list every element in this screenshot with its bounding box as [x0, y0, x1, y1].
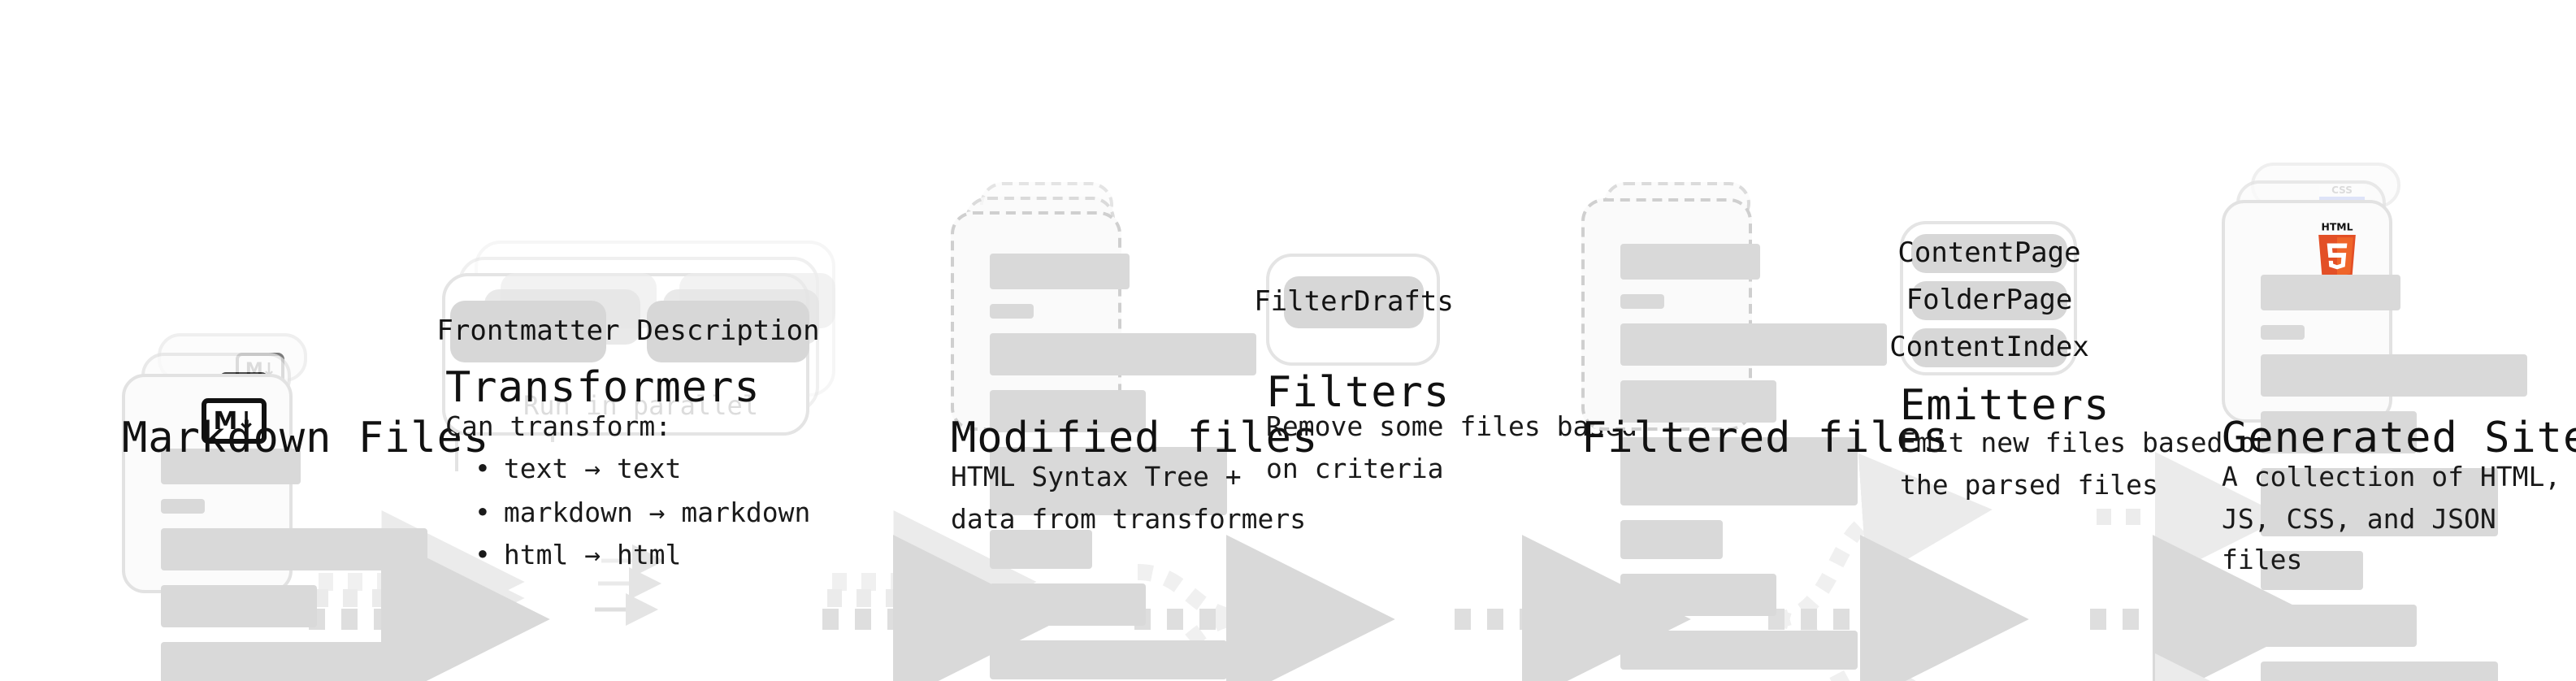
content-bar [1620, 520, 1723, 559]
content-bar [2261, 605, 2417, 647]
content-bar [990, 640, 1227, 679]
modified-files-card-stack [951, 182, 1256, 679]
content-bar [2261, 275, 2400, 310]
content-bar [161, 528, 427, 570]
content-bar [2261, 325, 2305, 340]
emitter-chip-folderpage[interactable]: FolderPage [1906, 281, 2072, 320]
content-bar [161, 449, 301, 484]
content-bar [161, 585, 317, 627]
transformers-title: Transformers [445, 364, 761, 413]
content-bar [990, 583, 1146, 626]
content-bar [1620, 244, 1760, 280]
arrow-emitters-to-generated [2090, 452, 2322, 681]
generated-site-card-stack: CSS HTML [2222, 163, 2527, 681]
content-bar [2261, 468, 2498, 536]
transformer-chip-frontmatter[interactable]: Frontmatter [436, 301, 620, 362]
emitters-title: Emitters [1900, 382, 2110, 431]
emitter-chip-contentpage[interactable]: ContentPage [1897, 234, 2081, 273]
emitter-chip-contentindex[interactable]: ContentIndex [1889, 328, 2089, 367]
content-bar [990, 333, 1256, 375]
content-bar [1620, 574, 1776, 616]
content-bar [2261, 411, 2417, 453]
run-in-parallel-label: Run in parallel [523, 390, 758, 421]
transformers-bullet-item: html → html [475, 535, 810, 578]
arrow-transformers-to-modified [822, 510, 1062, 681]
generated-card-html: HTML [2222, 200, 2527, 681]
content-bar [2261, 551, 2363, 590]
content-bar [990, 390, 1146, 432]
generated-site-title: Generated Site [2222, 414, 2576, 463]
filtered-files-card-stack [1581, 182, 1887, 670]
transformers-bullet-item: text → text [475, 449, 810, 492]
transformers-intro: Can transform: [445, 411, 672, 442]
svg-text:HTML: HTML [2322, 221, 2353, 232]
modified-files-subtitle: HTML Syntax Tree + data from transformer… [951, 462, 1307, 535]
markdown-files-card-stack: M↓ M↓ M↓ [122, 333, 427, 681]
transformers-bullet-item: markdown → markdown [475, 492, 811, 536]
emitters-subtitle: Emit new files based on the parsed files [1900, 427, 2271, 501]
transformers-bullet-list: text → text markdown → markdown html → h… [445, 449, 811, 578]
card-content-bars [1620, 244, 1887, 681]
card-content-bars [161, 449, 427, 681]
content-bar [161, 642, 398, 681]
content-bar [2261, 661, 2498, 681]
transformer-chip-description[interactable]: Description [636, 301, 820, 362]
filtered-files-title: Filtered files [1581, 414, 1949, 463]
card-content-bars [990, 254, 1256, 681]
modified-files-title: Modified files [951, 414, 1319, 463]
generated-site-subtitle: A collection of HTML, JS, CSS, and JSON … [2222, 462, 2561, 576]
modified-card-front [951, 211, 1256, 679]
arrow-markdown-to-transformers [309, 510, 550, 681]
card-content-bars [2261, 275, 2527, 681]
filtered-card-front [1581, 198, 1887, 670]
content-bar [990, 447, 1227, 515]
filter-chip-filterdrafts[interactable]: FilterDrafts [1254, 276, 1454, 328]
content-bar [990, 304, 1034, 319]
filters-title: Filters [1266, 369, 1451, 418]
markdown-files-title: Markdown Files [122, 414, 490, 463]
content-bar [990, 254, 1130, 289]
content-bar [1620, 631, 1858, 670]
content-bar [161, 499, 205, 514]
content-bar [1620, 380, 1776, 423]
content-bar [2261, 354, 2527, 397]
transformers-description: Can transform: text → text markdown → ma… [445, 406, 810, 578]
html5-icon: HTML [2318, 221, 2356, 280]
content-bar [1620, 323, 1887, 366]
markdown-icon: M↓ [202, 398, 267, 444]
content-bar [990, 530, 1092, 569]
content-bar [1620, 437, 1858, 505]
markdown-card-front: M↓ [122, 374, 427, 681]
content-bar [1620, 294, 1664, 309]
